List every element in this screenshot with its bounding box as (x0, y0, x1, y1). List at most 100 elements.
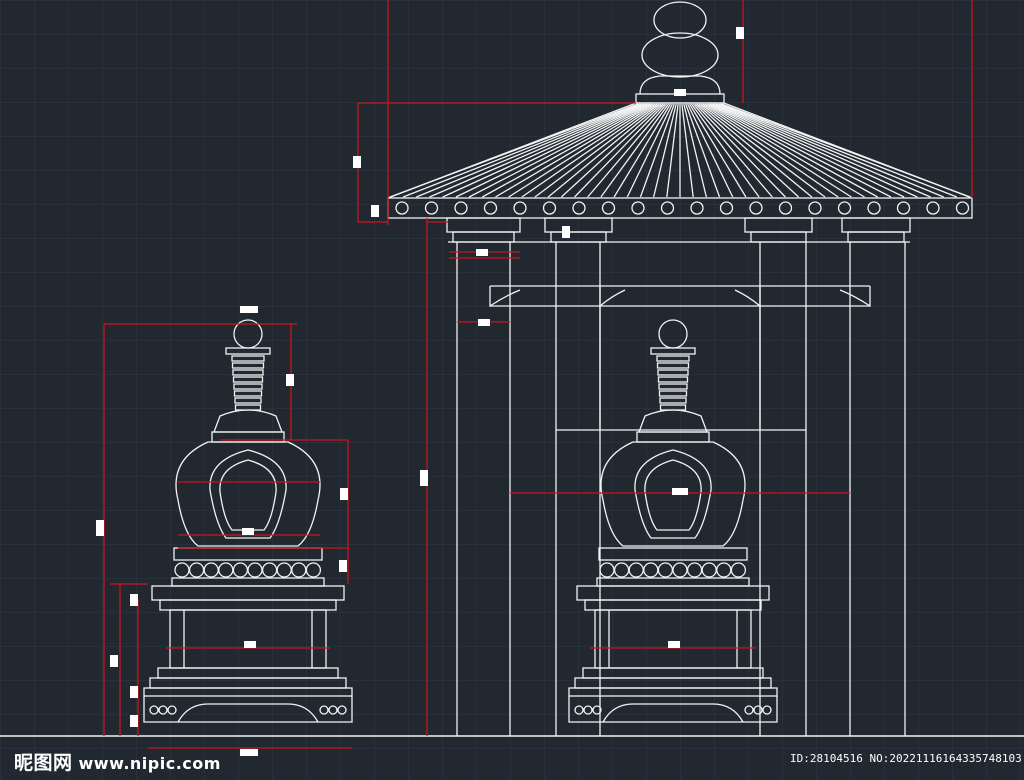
stupa-spire-ring (231, 362, 265, 369)
stupa-lotus-crown (213, 409, 283, 433)
stupa-dome (175, 441, 321, 547)
stupa-foot-scroll (583, 705, 593, 715)
roof-rafter (710, 103, 892, 198)
roof-rafter (687, 103, 734, 198)
stupa-spire-ring (656, 355, 690, 362)
stupa-lotus-crown (638, 409, 708, 433)
eave-rafter-end (896, 201, 911, 215)
eave-rafter-end (926, 201, 940, 215)
stupa-niche-outer (209, 449, 287, 539)
dimension-value-box (130, 715, 138, 727)
stupa-foot-scroll (149, 705, 159, 715)
pavilion-elevation (387, 1, 973, 736)
roof-rafter (702, 103, 839, 198)
roof-rafter (690, 103, 760, 198)
dimension-value-box (286, 374, 294, 386)
stupa-spire-ring (657, 376, 689, 383)
dimension-value-box (478, 319, 490, 326)
dimension-value-box (339, 560, 347, 572)
eave-rafter-end (955, 201, 970, 215)
dimension-value-box (130, 686, 138, 698)
stupa-niche-outer (634, 449, 712, 539)
stupa-spire-ring (234, 397, 262, 404)
roof-rafter (534, 103, 660, 198)
stupa-foot-scroll (158, 705, 168, 715)
dimension-value-box (420, 470, 428, 486)
roof-rafter (455, 103, 648, 198)
roof-rafter (721, 103, 971, 198)
dimension-value-box (353, 156, 361, 168)
roof-rafter (521, 103, 658, 198)
roof-rafter (613, 103, 672, 198)
stupa-lotus-petal (305, 562, 322, 578)
eave-rafter-end (837, 201, 852, 215)
dimension-labels (96, 27, 744, 756)
stupa-spire-ring (233, 383, 263, 390)
dimension-value-box (340, 488, 348, 500)
eave-rafter-end (542, 201, 557, 215)
stupa-spire-ring (232, 369, 264, 376)
stupa-spire-ring (232, 376, 264, 383)
eave-rafter-end (572, 201, 586, 215)
roof-rafter (716, 103, 931, 198)
stupa-foot-scroll (753, 705, 763, 715)
roof-rafter (574, 103, 666, 198)
eave-rafter-end (483, 201, 498, 215)
eave-rafter-end (513, 201, 527, 215)
dimension-value-box (242, 528, 254, 535)
dimension-value-box (672, 488, 688, 495)
roof-rafter (547, 103, 662, 198)
roof-rafter (639, 103, 675, 198)
stupa-plinth-top (143, 687, 353, 697)
roof-rafter (666, 103, 679, 198)
stupa-plinth-arch (177, 703, 319, 723)
dimension-value-box (371, 205, 379, 217)
eave-rafter-end (808, 201, 822, 215)
stupa-spire-ring (656, 362, 690, 369)
stupa-right (568, 319, 778, 723)
roof-rafter (653, 103, 677, 198)
roof-rafter (429, 103, 644, 198)
roof-rafter (685, 103, 721, 198)
stupa-foot-scroll (337, 705, 347, 715)
eave-rafter-end (690, 201, 704, 215)
stupa-foot-scroll (319, 705, 329, 715)
roof-rafter (416, 103, 643, 198)
eave-rafter-end (395, 201, 409, 215)
roof-rafter (712, 103, 905, 198)
dimension-value-box (244, 641, 256, 648)
eave-rafter-end (778, 201, 793, 215)
stupa-foot-scroll (592, 705, 602, 715)
eave-rafter-end (601, 201, 616, 215)
dimension-value-box (240, 749, 258, 756)
roof-rafter (600, 103, 670, 198)
dimension-value-box (110, 655, 118, 667)
finial-neck (639, 75, 721, 95)
eave-rafter-end (424, 201, 439, 215)
stupa-spire-ring (659, 397, 687, 404)
eave-rafter-end (749, 201, 763, 215)
dimension-value-box (674, 89, 686, 96)
bracket-right (839, 286, 871, 308)
roof-rafter (402, 103, 641, 198)
roof-rafter (508, 103, 656, 198)
site-name: 昵图网 (14, 752, 73, 774)
stupa-spire-ring (658, 390, 688, 397)
stupa-spire-collar (225, 347, 271, 355)
roof-rafter (688, 103, 747, 198)
stupa-lotus-band (598, 547, 748, 561)
roof-rafter (714, 103, 918, 198)
dimension-value-box (668, 641, 680, 648)
stupa-foot-scroll (574, 705, 584, 715)
stupa-dome (600, 441, 746, 547)
eave-rafter-end (454, 201, 468, 215)
roof-rafter (717, 103, 944, 198)
stupa-niche-inner (644, 459, 702, 531)
watermark-id: ID:28104516 NO:20221116164335748103 (790, 752, 1022, 765)
roof-rafter (626, 103, 673, 198)
bracket (734, 286, 761, 308)
